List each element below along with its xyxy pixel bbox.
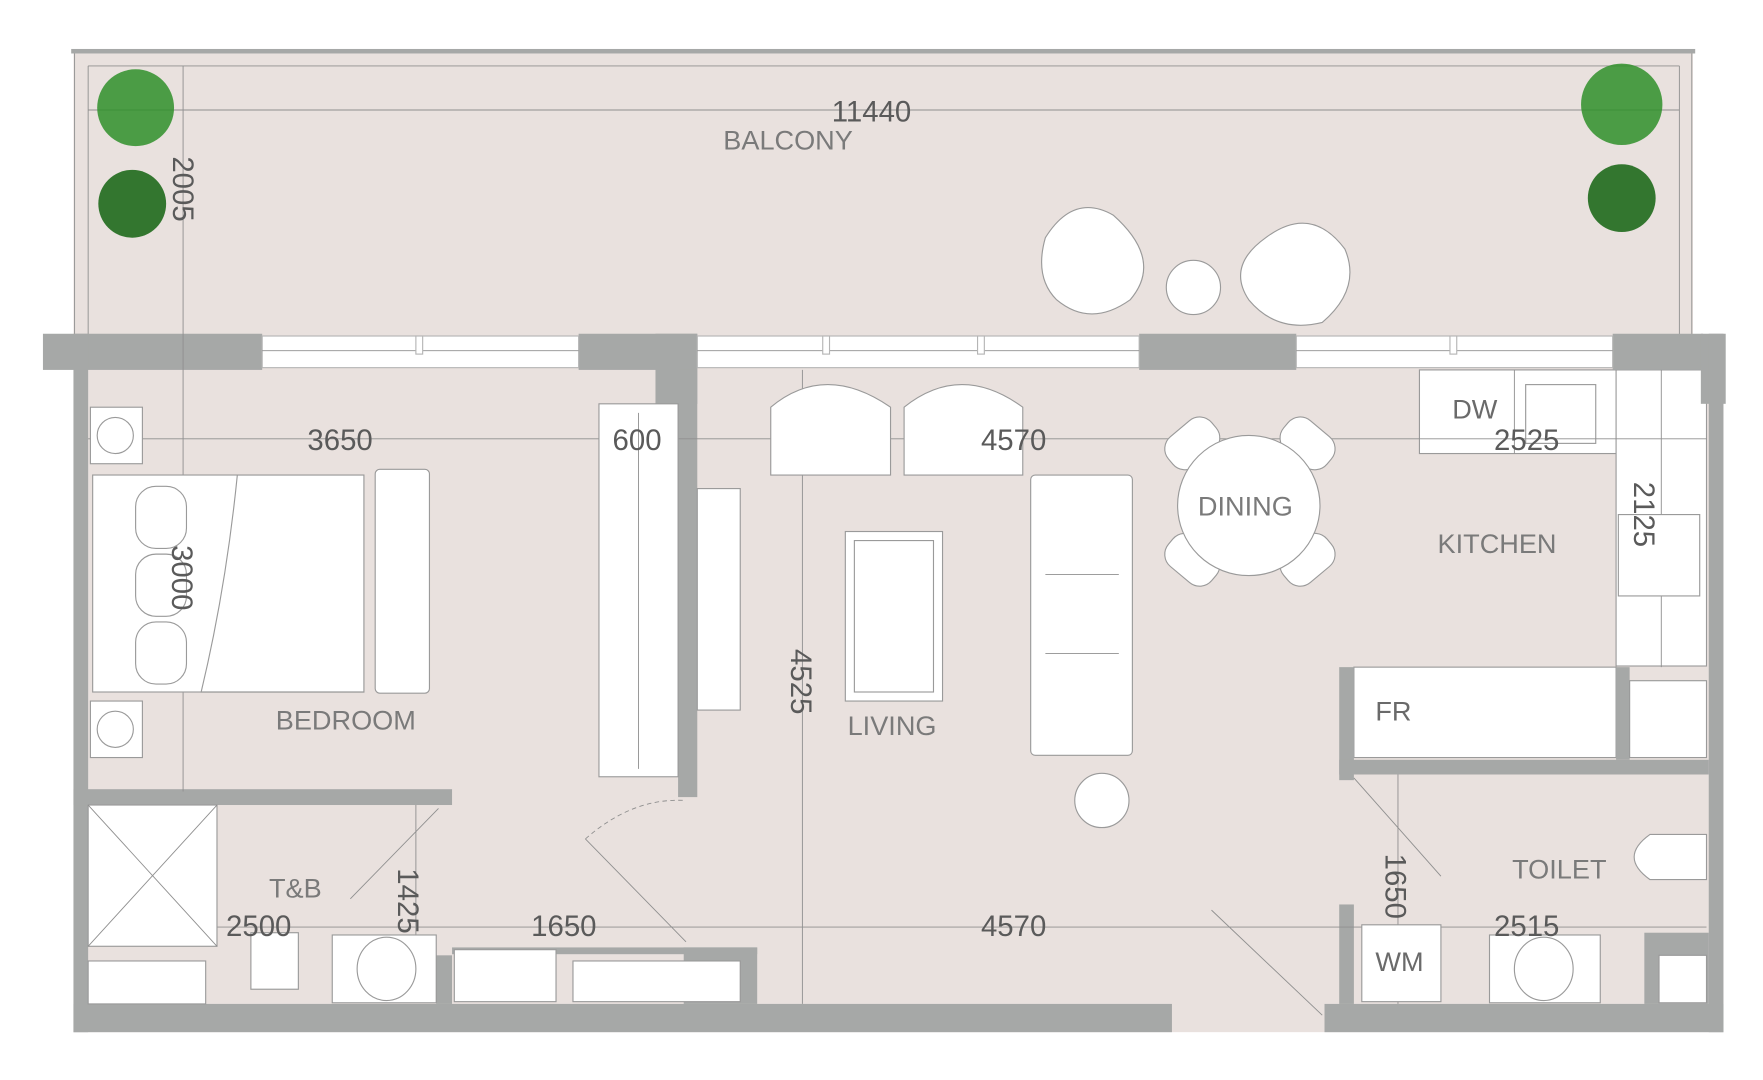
room-label-dining: DINING xyxy=(1198,491,1293,522)
appliance-label-wm: WM xyxy=(1375,946,1423,977)
room-label-living: LIVING xyxy=(848,710,937,741)
balcony-table xyxy=(1165,259,1222,316)
dimension-label: 2005 xyxy=(166,156,199,221)
dimension-label: 3650 xyxy=(307,424,372,457)
bed xyxy=(89,406,431,759)
dimension-label: 1650 xyxy=(531,910,596,943)
cooktop xyxy=(1617,514,1701,597)
dimension-label: 11440 xyxy=(832,95,912,128)
bathroom-fixtures xyxy=(87,680,1708,1005)
dimension-label: 1425 xyxy=(391,868,424,933)
dimension-label: 1650 xyxy=(1379,854,1412,919)
dimension-label: 4525 xyxy=(784,649,817,714)
room-label-bedroom: BEDROOM xyxy=(276,704,416,735)
room-label-toilet: TOILET xyxy=(1512,853,1606,884)
dimension-label: 4570 xyxy=(981,424,1046,457)
dining-table xyxy=(1164,416,1336,587)
living-furniture xyxy=(770,384,1133,829)
dimension-label: 4570 xyxy=(981,910,1046,943)
dimension-label: 3000 xyxy=(165,545,198,610)
tv-unit xyxy=(696,488,741,711)
wardrobe xyxy=(598,403,679,778)
dimension-label: 2125 xyxy=(1627,482,1660,547)
dimension-label: 600 xyxy=(613,424,662,457)
appliance-label-fr: FR xyxy=(1375,695,1411,726)
dimension-label: 2525 xyxy=(1494,424,1559,457)
appliance-label-dw: DW xyxy=(1452,394,1498,425)
dimension-label: 2515 xyxy=(1494,910,1559,943)
room-label-kitchen: KITCHEN xyxy=(1438,528,1557,559)
plant-icon xyxy=(97,63,1663,238)
room-label-balcony: BALCONY xyxy=(723,125,853,156)
balcony-area xyxy=(71,48,1696,337)
doors xyxy=(350,777,1442,1016)
windows xyxy=(261,335,1614,369)
dimension-label: 2500 xyxy=(226,910,291,943)
balcony-chairs xyxy=(1041,207,1351,326)
room-label-tb: T&B xyxy=(269,873,322,904)
